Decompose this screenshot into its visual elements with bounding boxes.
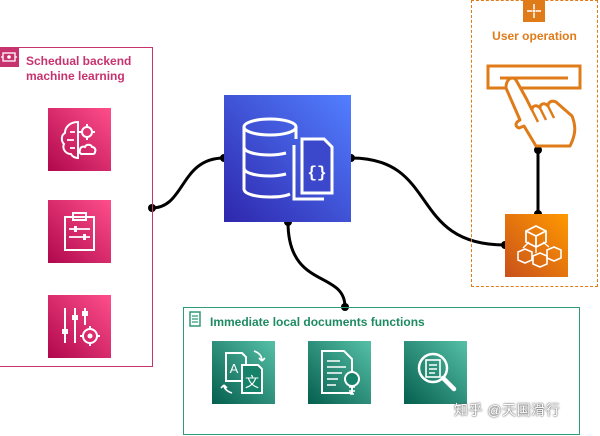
- docs-group-title: Immediate local documents functions: [210, 315, 425, 329]
- user-group-title: User operation: [492, 29, 577, 43]
- svg-text:{}: {}: [307, 164, 326, 182]
- docs-group: Immediate local documents functions: [183, 307, 580, 435]
- svg-text:文: 文: [245, 374, 259, 390]
- hand-press-button-icon: [486, 62, 586, 152]
- database-document-icon: {}: [224, 95, 351, 222]
- svg-text:A: A: [230, 361, 239, 376]
- clipboard-sliders-icon: [48, 200, 111, 263]
- document-search-icon: [404, 341, 467, 404]
- wire-db-to-compute: [350, 156, 506, 247]
- ml-group-title: Schedual backend machine learning: [26, 54, 132, 83]
- user-group-icon: [523, 0, 545, 22]
- watermark: 知乎 @天国滑行: [454, 402, 561, 418]
- ml-group-icon: [0, 47, 19, 67]
- user-operation-group: User operation: [471, 0, 598, 287]
- wire-ml-to-db: [151, 156, 225, 210]
- wire-dot: [534, 146, 542, 154]
- cube-cluster-icon: [505, 214, 568, 277]
- sliders-gear-icon: [48, 295, 111, 358]
- brain-cloud-icon: [48, 108, 111, 171]
- wire-db-to-docs: [286, 221, 347, 308]
- translate-icon: A 文: [212, 341, 275, 404]
- document-lightbulb-icon: [308, 341, 371, 404]
- docs-group-icon: [186, 310, 204, 328]
- ml-group: Schedual backend machine learning: [0, 47, 153, 367]
